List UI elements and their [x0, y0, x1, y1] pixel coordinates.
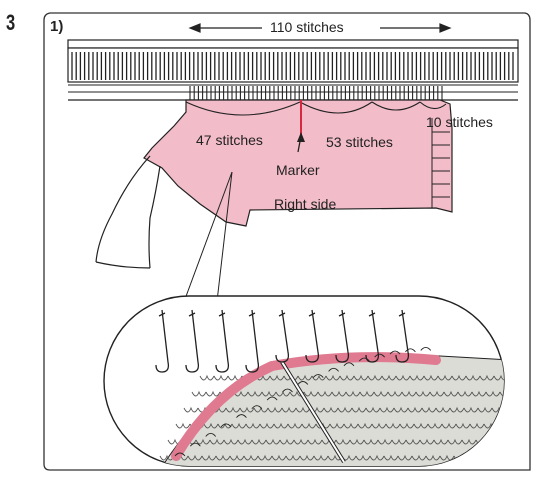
knit-stitch — [506, 408, 520, 412]
right-side-label: Right side — [274, 196, 336, 212]
knit-stitch — [508, 376, 522, 380]
knit-stitch — [468, 456, 482, 460]
hand-outline — [96, 156, 160, 268]
magnified-detail — [104, 296, 522, 470]
needle-bed — [68, 40, 518, 100]
knit-stitch — [490, 440, 504, 444]
marker-label: Marker — [276, 162, 320, 178]
left-stitches-label: 47 stitches — [196, 132, 263, 148]
knit-stitch — [504, 440, 518, 444]
step-number: 3 — [6, 10, 15, 36]
knit-stitch — [496, 456, 510, 460]
knit-stitch — [482, 456, 496, 460]
panel-label: 1) — [50, 18, 63, 35]
right-stitches-label: 53 stitches — [326, 134, 393, 150]
knit-stitch — [498, 424, 512, 428]
total-stitches-label: 110 stitches — [270, 19, 344, 35]
side-stitches-label: 10 stitches — [426, 114, 493, 130]
